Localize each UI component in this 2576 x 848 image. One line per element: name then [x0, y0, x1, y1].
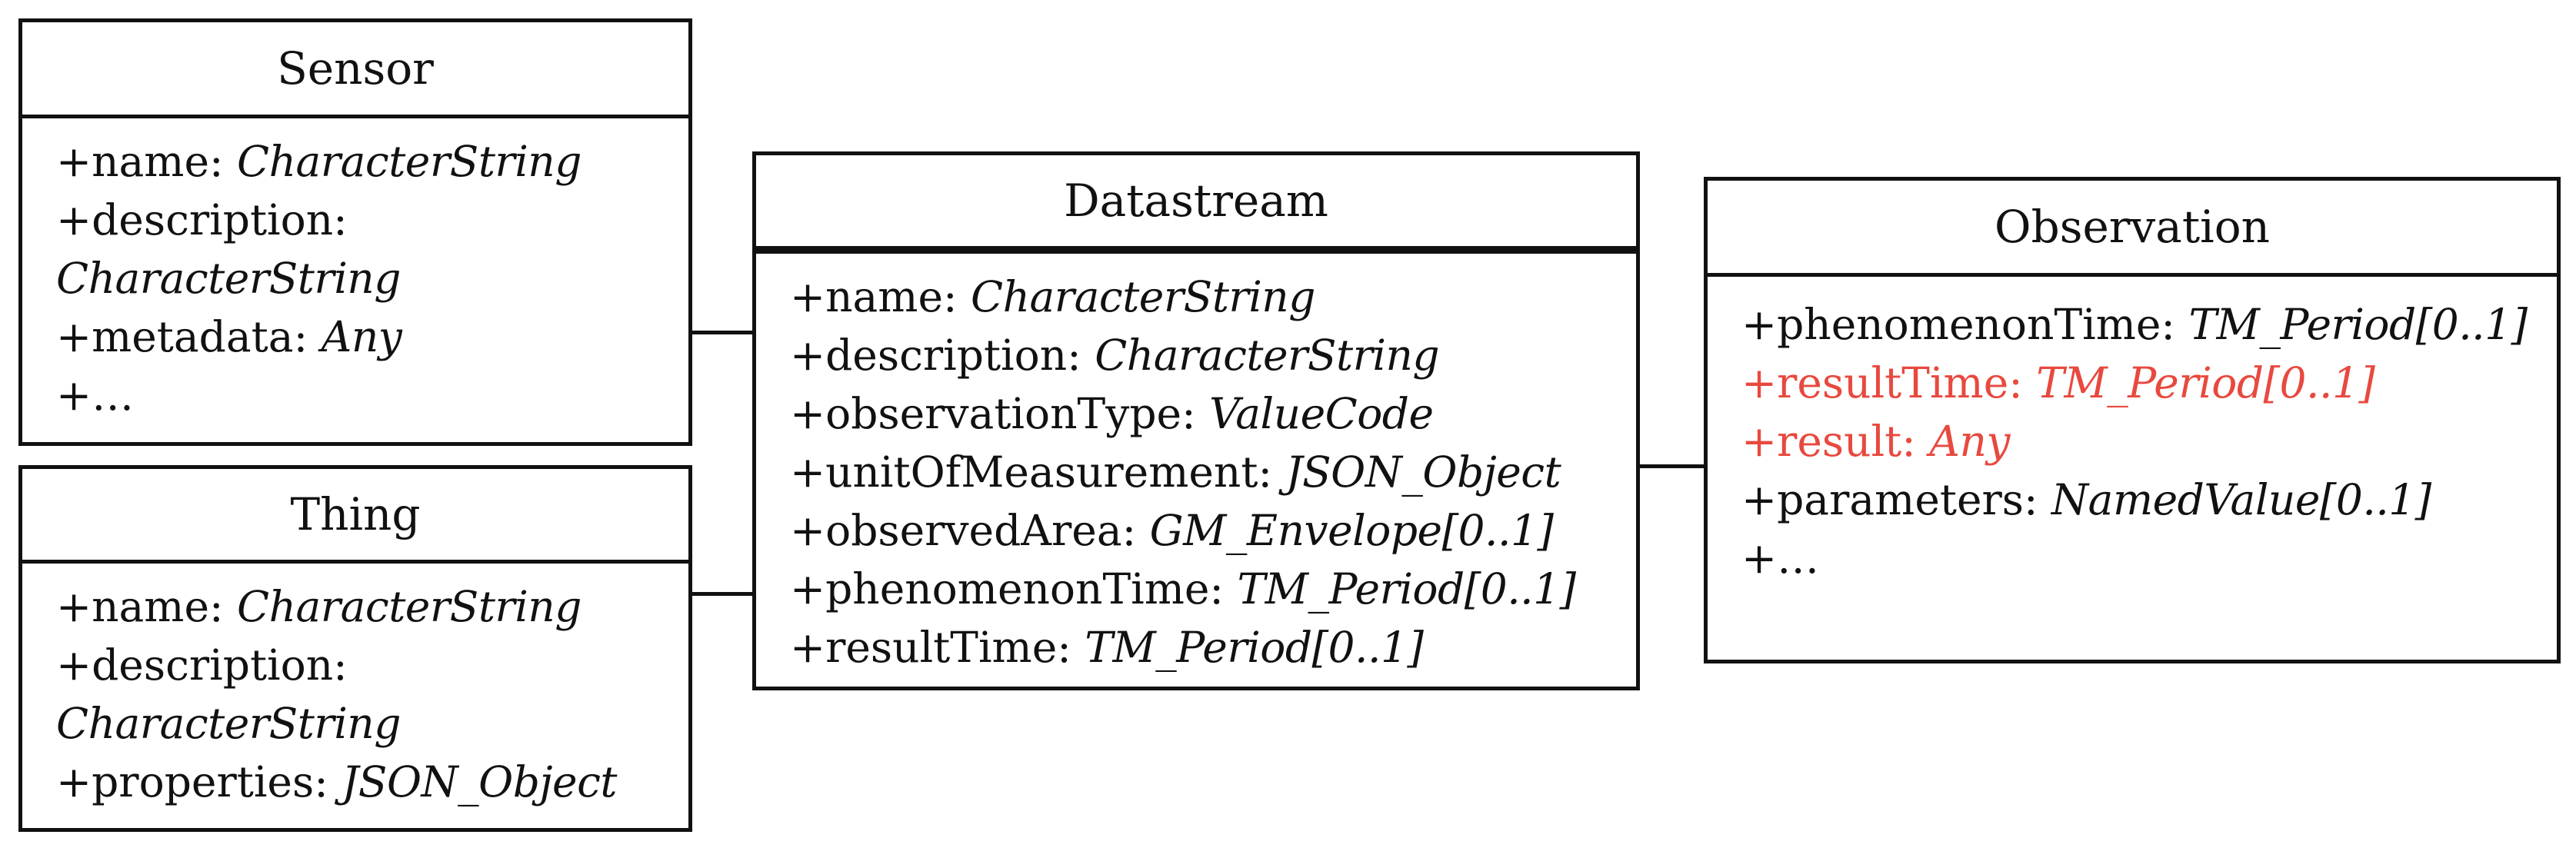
thing-class-box: Thing +name: CharacterString +descriptio… — [18, 465, 692, 832]
datastream-attr-unit-of-measurement: +unitOfMeasurement: JSON_Object — [790, 447, 1561, 497]
thing-attr-properties: +properties: JSON_Object — [56, 757, 617, 806]
datastream-attr-name: +name: CharacterString — [790, 272, 1315, 321]
observation-attr-parameters: +parameters: NamedValue[0..1] — [1741, 475, 2431, 524]
observation-attr-result-time: +resultTime: TM_Period[0..1] — [1741, 358, 2375, 407]
observation-attributes: +phenomenonTime: TM_Period[0..1] +result… — [1708, 277, 2557, 587]
sensor-class-title: Sensor — [22, 22, 688, 118]
observation-class-box: Observation +phenomenonTime: TM_Period[0… — [1704, 177, 2561, 663]
datastream-attr-description: +description: CharacterString — [790, 331, 1440, 380]
datastream-class-box: Datastream +name: CharacterString +descr… — [752, 151, 1640, 690]
thing-attributes: +name: CharacterString +description: Cha… — [22, 564, 688, 811]
datastream-attr-observed-area: +observedArea: GM_Envelope[0..1] — [790, 506, 1554, 555]
datastream-attr-observation-type: +observationType: ValueCode — [790, 389, 1434, 438]
datastream-class-title: Datastream — [756, 155, 1636, 254]
sensor-attributes: +name: CharacterString +description: Cha… — [22, 118, 688, 424]
sensor-attr-name: +name: CharacterString — [56, 137, 582, 186]
datastream-attr-result-time: +resultTime: TM_Period[0..1] — [790, 623, 1424, 672]
observation-attr-result: +result: Any — [1741, 417, 2010, 466]
thing-class-title: Thing — [22, 469, 688, 564]
observation-class-title: Observation — [1708, 181, 2557, 277]
thing-attr-name: +name: CharacterString — [56, 582, 582, 631]
datastream-observation-association — [1640, 464, 1704, 468]
sensor-attr-more: +… — [56, 371, 135, 420]
datastream-attr-phenomenon-time: +phenomenonTime: TM_Period[0..1] — [790, 564, 1576, 614]
thing-datastream-association — [692, 592, 752, 596]
observation-attr-more: +… — [1741, 534, 1820, 583]
observation-attr-phenomenon-time: +phenomenonTime: TM_Period[0..1] — [1741, 300, 2528, 349]
sensor-class-box: Sensor +name: CharacterString +descripti… — [18, 18, 692, 446]
thing-attr-description: +description: CharacterString — [56, 640, 401, 748]
sensor-attr-metadata: +metadata: Any — [56, 312, 402, 361]
datastream-attributes: +name: CharacterString +description: Cha… — [756, 254, 1636, 677]
sensor-datastream-association — [692, 331, 752, 334]
sensor-attr-description: +description: CharacterString — [56, 195, 401, 303]
